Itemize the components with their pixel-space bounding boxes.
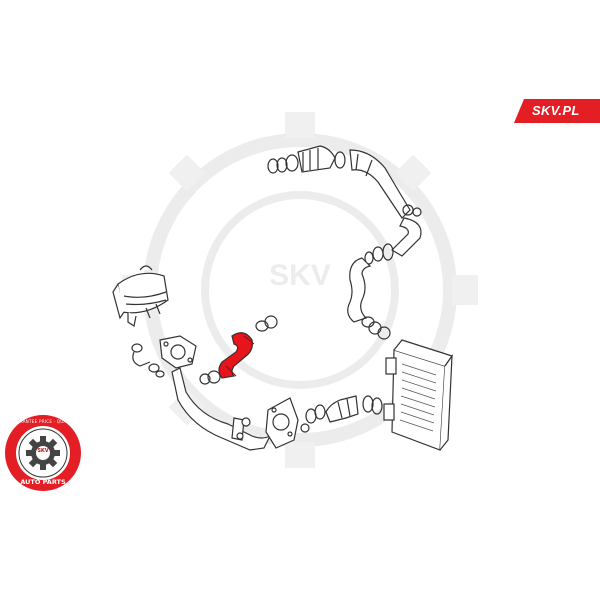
intake-pipe: [159, 335, 299, 451]
clamp: [285, 154, 299, 172]
seal-bottom-text: AUTO PARTS: [20, 478, 66, 486]
hose-clamps: [199, 315, 278, 385]
seal-top-text: GUARANTEE PRICE · QUALITY: [9, 419, 77, 424]
main-pipe: [171, 367, 272, 451]
middle-hose-assembly: [347, 257, 391, 340]
clamp: [377, 326, 391, 340]
clamp: [368, 321, 382, 335]
intercooler-hose: [218, 332, 255, 379]
brand-logo: SKV.PL: [514, 99, 600, 123]
brand-tag-shape: [514, 99, 600, 123]
clamp: [372, 246, 384, 262]
small-fittings: [131, 343, 165, 378]
pipe-detail: [355, 153, 373, 177]
clamp: [267, 158, 279, 174]
brand-name: SKV.PL: [532, 103, 580, 118]
pipe-bend: [391, 217, 422, 257]
intercooler-inlet: [385, 357, 397, 375]
upper-pipe-assembly: [267, 145, 422, 265]
clamp: [361, 316, 375, 328]
intercooler: [383, 339, 453, 451]
intercooler-side: [439, 353, 453, 451]
snake-hose: [347, 257, 372, 323]
flange-left: [159, 335, 197, 369]
lower-hose-assembly: [300, 395, 383, 433]
air-box: [112, 265, 169, 327]
clamp: [276, 157, 288, 173]
hose-ribs: [302, 148, 319, 171]
upper-hose: [297, 145, 336, 173]
intercooler-core: [391, 349, 446, 451]
clamp: [364, 251, 374, 265]
intercooler-fins: [399, 363, 437, 432]
clamp: [334, 151, 346, 169]
watermark-text: SKV: [269, 259, 331, 292]
pipe-fitting: [412, 207, 422, 217]
seal-mark-text: SKV: [37, 448, 49, 454]
turbo-pipe: [349, 149, 411, 219]
seal-graphic: [5, 415, 81, 491]
intercooler-outlet: [383, 403, 395, 421]
quality-seal: GUARANTEE PRICE · QUALITY SKV AUTO PARTS: [4, 414, 82, 492]
flange-right: [265, 397, 299, 449]
